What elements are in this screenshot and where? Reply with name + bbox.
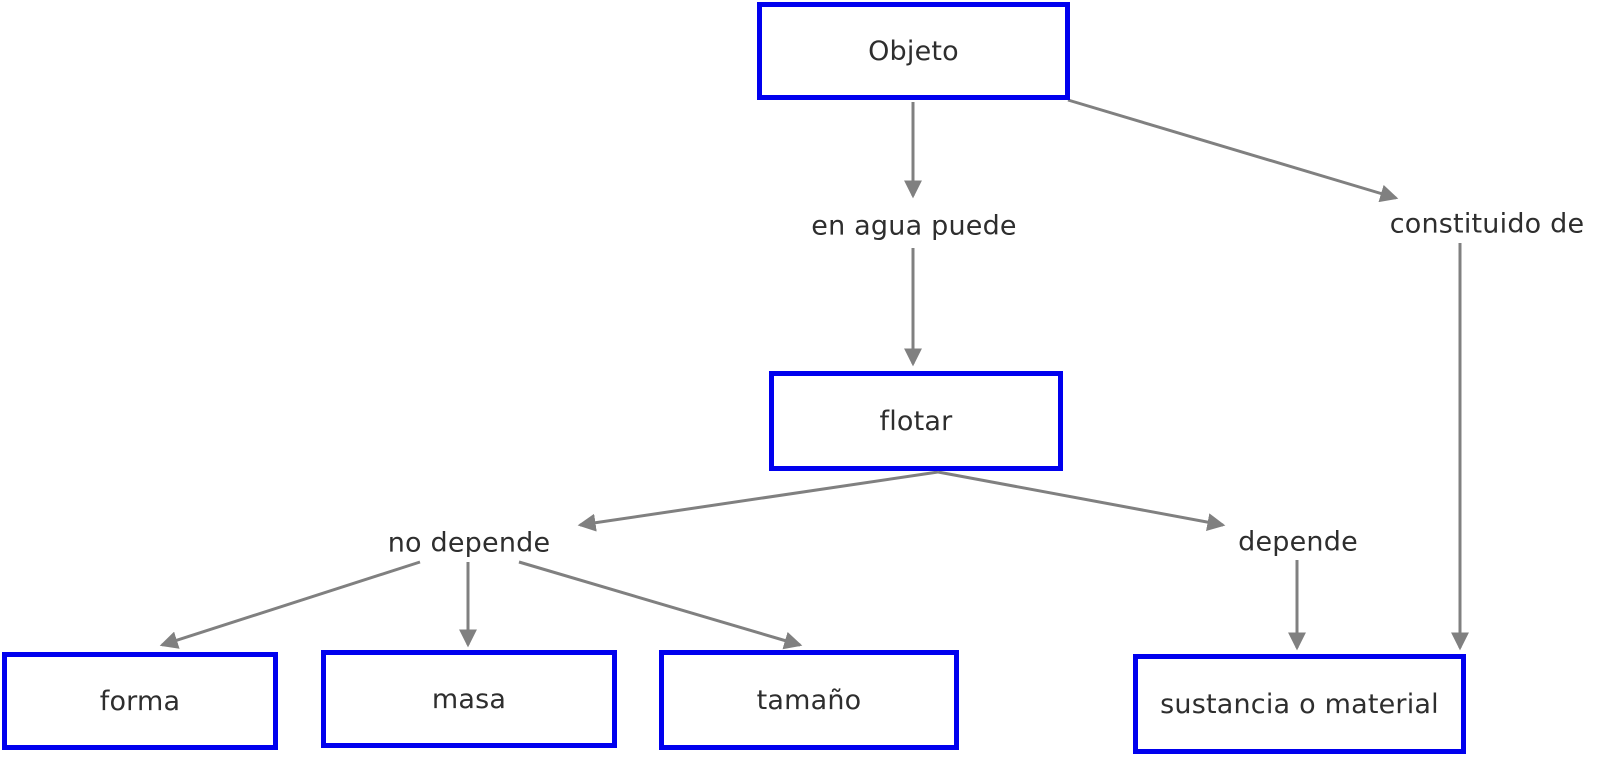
node-objeto[interactable]: Objeto: [757, 2, 1070, 100]
node-forma[interactable]: forma: [2, 652, 278, 750]
edge-flotar-to-no-depende: [577, 470, 939, 532]
node-masa[interactable]: masa: [321, 650, 617, 748]
node-sustancia-o-material[interactable]: sustancia o material: [1133, 654, 1466, 754]
link-label-en-agua-puede: en agua puede: [811, 210, 1017, 242]
node-sustancia-o-material-label: sustancia o material: [1160, 688, 1439, 720]
node-masa-label: masa: [431, 683, 507, 715]
edge-objeto-to-constituido-de: [1067, 98, 1399, 203]
edge-no-depende-to-forma: [159, 560, 421, 649]
node-forma-label: forma: [99, 685, 181, 717]
node-flotar-label: flotar: [879, 405, 953, 437]
link-label-depende: depende: [1238, 526, 1358, 558]
node-flotar[interactable]: flotar: [769, 371, 1063, 471]
node-tamano[interactable]: tamaño: [659, 650, 959, 750]
link-label-no-depende: no depende: [387, 527, 551, 559]
edge-flotar-to-depende: [937, 470, 1226, 531]
edge-no-depende-to-tamano: [518, 560, 803, 650]
link-label-constituido-de: constituido de: [1389, 208, 1585, 240]
node-objeto-label: Objeto: [868, 35, 959, 67]
node-tamano-label: tamaño: [756, 684, 862, 716]
